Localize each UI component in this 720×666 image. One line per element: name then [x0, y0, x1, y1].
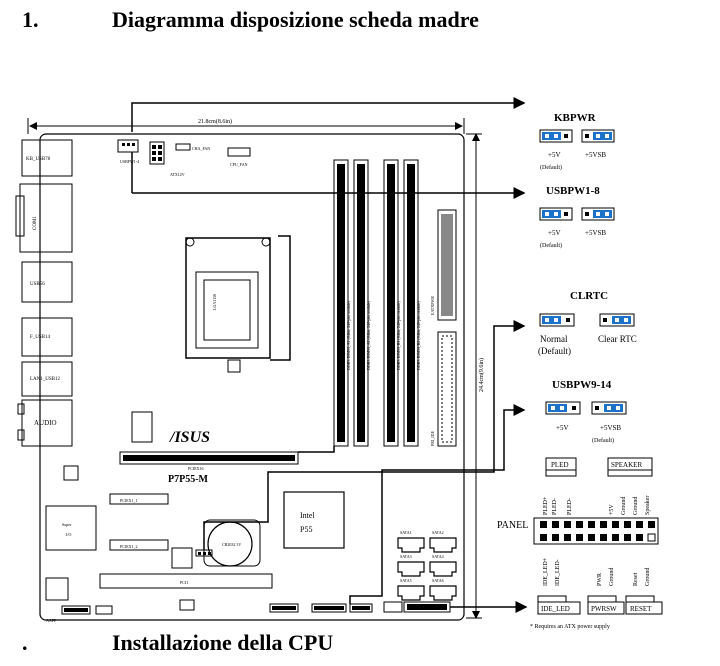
port-label: F_USB14	[30, 335, 51, 340]
sata3-label: SATA3	[400, 554, 412, 559]
usbpw18-right-label: +5VSB	[585, 229, 606, 237]
chipset-line-2: P55	[300, 525, 312, 534]
subtitle: Installazione della CPU	[112, 630, 334, 655]
panel-top-pin-label: PLED+	[543, 496, 549, 515]
clrtc-leader-line	[203, 320, 526, 550]
sata5-label: SATA5	[400, 578, 412, 583]
port-label: AUDIO	[34, 419, 57, 427]
cha-fan-label: CHA_FAN	[192, 146, 210, 151]
pci1-label: PCI1	[180, 580, 188, 585]
clrtc-left-sub: (Default)	[538, 346, 571, 356]
super-io-label-2: I/O	[66, 532, 71, 537]
cpu-socket: LGA1156	[185, 237, 271, 373]
board-outline	[39, 133, 465, 621]
asus-logo: /ISUS	[169, 429, 210, 446]
port-label: COM1	[33, 216, 38, 230]
pci1-slot	[99, 573, 273, 589]
sata6-label: SATA6	[432, 578, 444, 583]
panel-top-pin-label: Ground	[633, 497, 639, 515]
kbpwr-right-label: +5VSB	[585, 151, 606, 159]
usbpw914-right-label: +5VSB	[600, 424, 621, 432]
panel-bottom-pin-label: IDE_LED+	[543, 557, 549, 586]
panel-bottom-pin-label: IDE_LED-	[555, 559, 561, 586]
width-label: 21.8cm(8.6in)	[198, 118, 232, 125]
panel-top-pin-label: Ground	[621, 497, 627, 515]
panel-top-pin-label: Speaker	[645, 496, 651, 515]
usbpw18-left-label: +5V	[548, 229, 561, 237]
pciex1-1-label: PCIEX1_1	[120, 498, 138, 503]
pciex16-label: PCIEX16	[188, 466, 204, 471]
panel-top-pin-label: +5V	[609, 504, 615, 515]
sata1-label: SATA1	[400, 530, 412, 535]
usbpw914-leader-line	[349, 404, 526, 604]
port-label: LAN1_USB12	[30, 377, 61, 382]
panel-pin-header	[533, 517, 659, 545]
chipset	[283, 491, 345, 549]
page-title: Diagramma disposizione scheda madre	[112, 7, 479, 32]
usbpw914-left-label: +5V	[556, 424, 569, 432]
kbpwr-title: KBPWR	[554, 112, 597, 124]
dimm-label: DDR3 DIMM_B2 (64bit, 240-pin module)	[416, 301, 422, 370]
panel-bottom-pin-label: Reset	[633, 572, 639, 586]
eatxpwr-label: EATXPWR	[430, 296, 435, 315]
kbpwr-jumper	[539, 129, 615, 143]
kbpwr-left-label: +5V	[548, 151, 561, 159]
panel-title: PANEL	[497, 520, 528, 531]
kbpwr-leader-line	[131, 97, 526, 132]
pled-label: PLED	[551, 461, 569, 469]
panel-bottom-pin-label: Ground	[609, 568, 615, 586]
pciex1-2-label: PCIEX1_2	[120, 544, 138, 549]
panel-note: * Requires an ATX power supply	[530, 624, 610, 630]
usbpw914-jumper	[545, 401, 627, 415]
kbpwr-left-sub: (Default)	[540, 164, 562, 171]
usbpw914-title: USBPW9-14	[552, 379, 612, 391]
height-label: 24.4cm(9.6in)	[478, 358, 485, 392]
dimm-label: DDR3 DIMM_A2 (64bit, 240-pin module)	[366, 300, 372, 370]
dimm-label: DDR3 DIMM_B1 (64bit, 240-pin module)	[396, 301, 402, 370]
aafp-label: AAFP	[46, 618, 57, 623]
clrtc-left-label: Normal	[540, 334, 568, 344]
lga-label: LGA1156	[212, 294, 217, 310]
sata-ports	[397, 537, 457, 601]
clrtc-jumper	[539, 313, 635, 327]
usbpw914-right-sub: (Default)	[592, 437, 614, 444]
usbpw18-jumper	[539, 207, 615, 221]
clrtc-right-label: Clear RTC	[598, 334, 637, 344]
usbpw18-title: USBPW1-8	[546, 185, 600, 197]
super-io-label-1: Super	[62, 522, 72, 527]
cpu-fan-label: CPU_FAN	[230, 162, 248, 167]
usbpw18-left-sub: (Default)	[540, 242, 562, 249]
port-label: USB56	[30, 282, 45, 287]
battery-label: CR2032 3V	[222, 542, 241, 547]
clrtc-title: CLRTC	[570, 290, 608, 302]
rear-ports: KB_USB78 COM1 USB56 F_USB14 LAN1_USB12 A…	[15, 139, 73, 447]
panel-top-pin-label: PLED-	[552, 498, 558, 515]
ide-led-label: IDE_LED	[541, 605, 570, 613]
panel-bottom-pin-label: PWR	[597, 573, 603, 586]
subtitle-bullet: .	[22, 630, 28, 655]
panel-top-pin-label: PLED-	[567, 498, 573, 515]
model-label: P7P55-M	[168, 474, 209, 485]
motherboard-layout-diagram: 21.8cm(8.6in) 24.4cm(9.6in) KB_USB78 COM…	[15, 97, 663, 630]
speaker-label: SPEAKER	[611, 461, 642, 469]
atx12v-label: ATX12V	[170, 172, 185, 177]
port-label: KB_USB78	[26, 157, 51, 162]
chipset-line-1: Intel	[300, 511, 315, 520]
reset-label: RESET	[630, 605, 652, 613]
pri-ide-label: PRI_IDE	[430, 431, 435, 446]
pciex16-slot	[119, 451, 299, 465]
pwrsw-label: PWRSW	[591, 605, 617, 613]
section-number: 1.	[22, 7, 39, 32]
sata2-label: SATA2	[432, 530, 444, 535]
usbpw14-label: USBPW1-4	[120, 159, 139, 164]
panel-bottom-pin-label: Ground	[645, 568, 651, 586]
sata4-label: SATA4	[432, 554, 444, 559]
dimm-slots: DDR3 DIMM_A1 (64bit, 240-pin module) DDR…	[333, 159, 422, 447]
dimm-label: DDR3 DIMM_A1 (64bit, 240-pin module)	[346, 300, 352, 370]
